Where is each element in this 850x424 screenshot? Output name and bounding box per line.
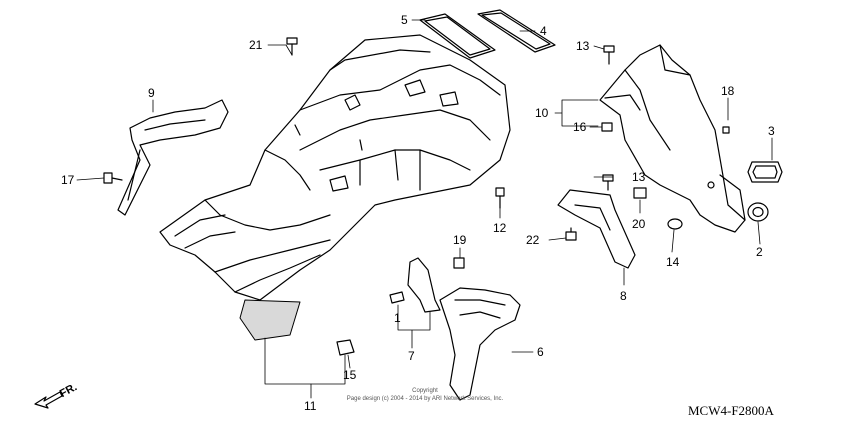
part-label-10: 10 xyxy=(535,106,549,120)
part-label-22: 22 xyxy=(526,233,540,247)
part-label-20: 20 xyxy=(632,217,646,231)
part-label-21: 21 xyxy=(249,38,263,52)
side-cover xyxy=(439,287,521,401)
rear-fender-assembly xyxy=(159,34,511,341)
stay-clip-7 xyxy=(389,257,441,313)
part-label-5: 5 xyxy=(401,13,408,27)
front-direction-indicator: FR. xyxy=(34,381,79,409)
part-label-11: 11 xyxy=(304,399,317,413)
part-label-15: 15 xyxy=(343,368,357,382)
part-label-1: 1 xyxy=(394,311,401,325)
part-label-12: 12 xyxy=(493,221,507,235)
part-label-3: 3 xyxy=(768,124,775,138)
part-label-17: 17 xyxy=(61,173,75,187)
part-label-4: 4 xyxy=(540,24,547,38)
copyright-line-2: Page design (c) 2004 - 2014 by ARI Netwo… xyxy=(347,396,504,402)
reflector xyxy=(747,161,783,183)
part-label-14: 14 xyxy=(666,255,680,269)
part-label-2: 2 xyxy=(756,245,763,259)
part-label-9: 9 xyxy=(148,86,155,100)
left-cover-bracket xyxy=(117,99,229,216)
rubber-seal-strips xyxy=(419,9,556,59)
part-label-13-top: 13 xyxy=(576,39,590,53)
part-label-8: 8 xyxy=(620,289,627,303)
copyright-line-1: Copyright xyxy=(412,388,438,394)
part-label-16: 16 xyxy=(573,120,587,134)
license-plate-bracket xyxy=(599,44,746,233)
part-number-labels: 21 5 4 13 9 10 16 18 3 17 13 12 20 22 19… xyxy=(61,13,775,413)
diagram-code: MCW4-F2800A xyxy=(688,403,775,418)
copyright-notice: Copyright Page design (c) 2004 - 2014 by… xyxy=(347,388,504,402)
fastener-bolts xyxy=(103,37,730,356)
leader-lines xyxy=(76,19,773,399)
stay-bracket xyxy=(557,189,636,269)
grommet-2 xyxy=(747,202,769,222)
part-label-19: 19 xyxy=(453,233,467,247)
part-label-18: 18 xyxy=(721,84,735,98)
part-label-13-mid: 13 xyxy=(632,170,646,184)
part-label-6: 6 xyxy=(537,345,544,359)
front-arrow-icon xyxy=(34,391,63,409)
part-label-7: 7 xyxy=(408,349,415,363)
front-direction-label: FR. xyxy=(58,381,79,400)
